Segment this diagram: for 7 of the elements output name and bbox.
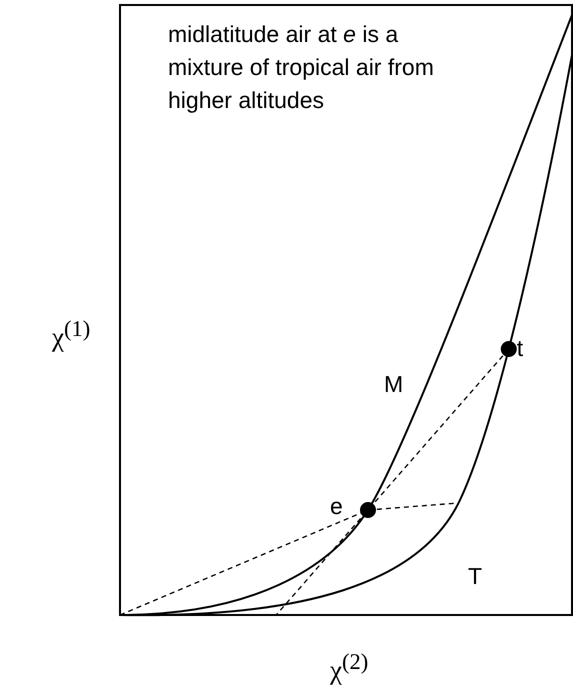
curve-label: M [384,370,404,399]
note-text: midlatitude air at e is a mixture of tropical air from higher altitudes [168,20,435,115]
axis-label: χ$^{(2)}$ [330,648,368,687]
curve-label: T [468,562,482,591]
point-label: e [330,492,343,521]
axis-label: χ$^{(1)}$ [52,315,90,354]
point-label: t [516,334,524,363]
